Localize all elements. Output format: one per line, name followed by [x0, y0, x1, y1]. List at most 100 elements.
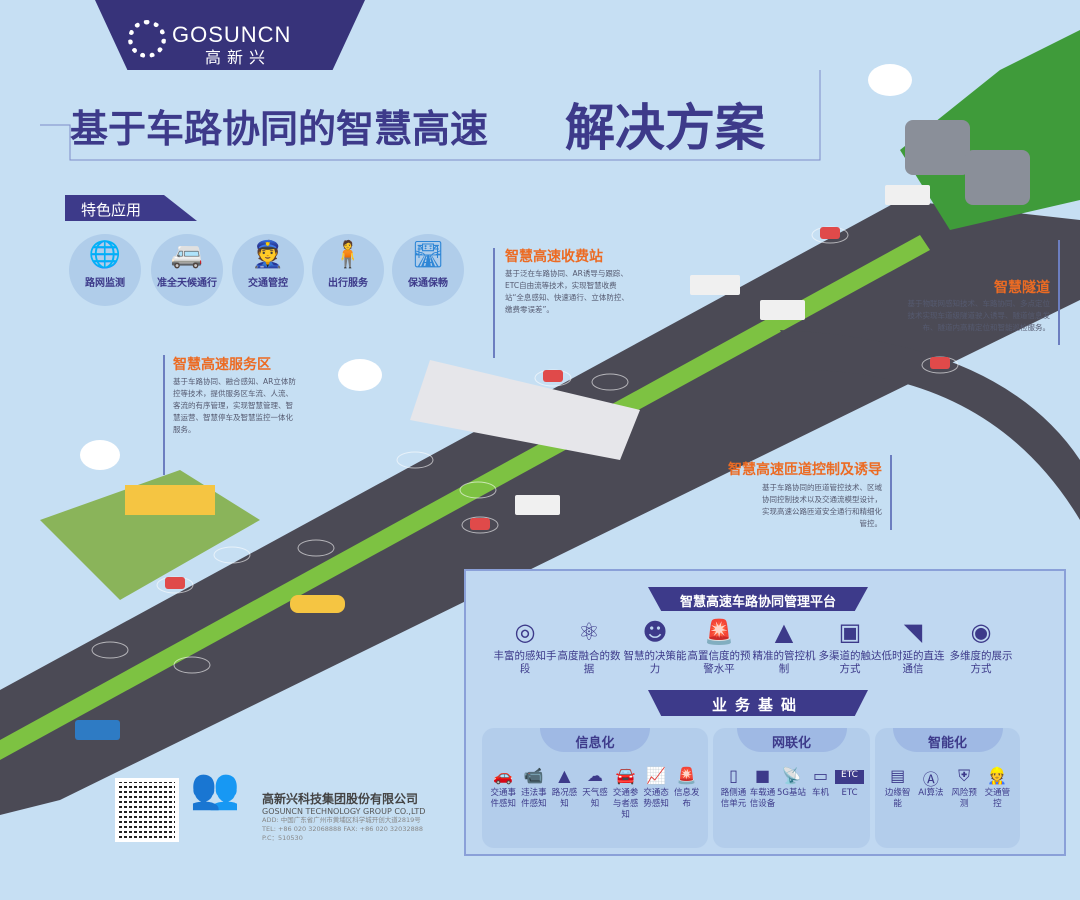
- camera-icon: 📹: [523, 766, 544, 785]
- company-name-cn: 高新兴科技集团股份有限公司: [262, 792, 419, 806]
- platform-item-label: 丰富的感知手段: [493, 650, 557, 675]
- trend-icon: 📈: [646, 766, 667, 785]
- group-title: 智能化: [892, 728, 1003, 752]
- ai-icon: Ⓐ: [922, 770, 939, 789]
- item-label: 交通参与者感知: [612, 788, 639, 820]
- platform-title: 智慧高速车路协同管理平台: [648, 587, 868, 611]
- group-title: 信息化: [540, 728, 650, 752]
- item-label: 交通管控: [984, 788, 1011, 809]
- item-label: 5G基站: [777, 788, 806, 798]
- item-label: ETC: [841, 788, 858, 798]
- platform-item: 🚨 高置信度的预警水平: [686, 618, 752, 676]
- wifi-icon: ◥: [903, 618, 923, 646]
- tunnel-callout-desc: 基于物联网感知技术、车路协同、多点定位技术实现车道级隧道驶入诱导、隧道信息发布、…: [907, 299, 1051, 332]
- item-label: 边缘智能: [884, 788, 911, 809]
- gas-station: [125, 485, 215, 515]
- company-name-en: GOSUNCN TECHNOLOGY GROUP CO.,LTD: [262, 807, 426, 816]
- page-title: 基于车路协同的智慧高速: [70, 107, 489, 151]
- tunnel-hill: [900, 30, 1080, 230]
- logo-icon: [128, 20, 166, 58]
- platform-item: ◥ 低时延的直连通信: [880, 618, 946, 676]
- tunnel-entrance: [905, 120, 970, 175]
- callout-line: [493, 248, 495, 358]
- callout-line: [1058, 240, 1060, 345]
- company-postcode: P.C：510530: [262, 834, 303, 842]
- brain-icon: ☻: [642, 618, 668, 646]
- platform-item-label: 低时延的直连通信: [881, 650, 945, 675]
- platform-item-label: 高度融合的数据: [557, 650, 621, 675]
- antenna-icon: 📡: [781, 766, 802, 785]
- feature-road-monitoring: 🌐路网监测: [69, 234, 141, 306]
- item-label: 天气感知: [582, 788, 608, 809]
- item-label: 风险预测: [951, 788, 977, 809]
- service-callout-title: 智慧高速服务区: [173, 357, 271, 373]
- platform-item-label: 智慧的决策能力: [623, 650, 687, 675]
- tunnel-callout-title: 智慧隧道: [994, 280, 1050, 296]
- vehicles-icon: 🚐: [170, 240, 204, 270]
- feature-label: 交通管控: [248, 278, 288, 289]
- platform-item-label: 高置信度的预警水平: [687, 650, 751, 675]
- item-label: AI算法: [918, 788, 944, 798]
- platform-item-label: 多渠道的触达方式: [818, 650, 882, 675]
- item-label: 违法事件感知: [521, 788, 547, 809]
- rsu-icon: ▯: [729, 766, 738, 785]
- features-tag: 特色应用: [65, 195, 197, 221]
- company-phone: TEL: +86 020 32068888 FAX: +86 020 32032…: [262, 825, 423, 833]
- people-illustration: 👥: [190, 766, 240, 812]
- etc-icon: ETC: [835, 770, 864, 784]
- toll-callout-desc: 基于泛在车路协同、AR诱导与跟踪、ETC自由流等技术，实现智慧收费站“全息感知、…: [505, 269, 629, 314]
- atom-icon: ⚛: [578, 618, 600, 646]
- item-label: 路侧通信单元: [720, 788, 747, 809]
- platform-item: ▲ 精准的管控机制: [751, 618, 817, 676]
- screen-icon: ▭: [812, 766, 829, 785]
- callout-line: [163, 355, 165, 475]
- page-title-emphasis: 解决方案: [565, 99, 765, 157]
- control-icon: 👷: [987, 766, 1008, 785]
- alarm-icon: 🚨: [704, 618, 734, 646]
- ramp-callout-title: 智慧高速匝道控制及诱导: [728, 462, 882, 478]
- platform-item: ☻ 智慧的决策能力: [622, 618, 688, 676]
- item-label: 车载通信设备: [749, 788, 776, 809]
- company-info: 高新兴科技集团股份有限公司 GOSUNCN TECHNOLOGY GROUP C…: [262, 790, 425, 843]
- platform-item-label: 精准的管控机制: [752, 650, 816, 675]
- cone-icon: ▲: [774, 618, 794, 646]
- group-title: 网联化: [736, 728, 847, 752]
- tablet-icon: ▣: [838, 618, 862, 646]
- feature-traffic-control: 👮 交通管控: [232, 234, 304, 306]
- eye-icon: ◉: [970, 618, 992, 646]
- toll-station: [410, 360, 640, 460]
- item-label: 信息发布: [674, 788, 700, 809]
- service-callout-desc: 基于车路协同、融合感知、AR立体防控等技术，提供服务区车流、人流、客流的有序管理…: [173, 377, 296, 434]
- toll-callout-title: 智慧高速收费站: [505, 249, 603, 265]
- feature-label: 保通保畅: [408, 278, 448, 289]
- traveler-icon: 🧍: [331, 240, 365, 270]
- business-title: 业务基础: [648, 690, 868, 716]
- company-address: ADD: 中国广东省广州市黄埔区科学城开创大道2819号: [262, 816, 421, 824]
- item-label: 路况感知: [551, 788, 578, 809]
- group-networking: 网联化 ▯ 路侧通信单元 ■ 车载通信设备 📡 5G基站 ▭ 车机 ETC ETC: [713, 728, 870, 848]
- item-label: 车机: [811, 788, 829, 798]
- platform-item-label: 多维度的展示方式: [949, 650, 1013, 675]
- item-label: 交通事件感知: [490, 788, 517, 809]
- platform-item: ⚛ 高度融合的数据: [556, 618, 622, 676]
- car-icon: 🚘: [615, 766, 636, 785]
- brand-name-cn: 高新兴: [205, 48, 272, 67]
- ring-icon: ◎: [514, 618, 536, 646]
- shield-icon: ⛨: [958, 766, 971, 785]
- cone-icon: ▲: [558, 766, 571, 785]
- police-icon: 👮: [251, 240, 285, 270]
- feature-label: 准全天候通行: [157, 278, 217, 289]
- platform-item: ◎ 丰富的感知手段: [492, 618, 558, 676]
- group-informatization: 信息化 🚗交通事件感知 📹违法事件感知 ▲路况感知 ☁天气感知 🚘交通参与者感知…: [482, 728, 708, 848]
- obu-icon: ■: [754, 766, 771, 785]
- feature-label: 路网监测: [85, 278, 125, 289]
- tunnel-entrance: [965, 150, 1030, 205]
- ramp-callout-desc: 基于车路协同的匝道管控技术、区域协同控制技术以及交通流模型设计，实现高速公路匝道…: [762, 483, 882, 528]
- server-icon: ▤: [890, 766, 906, 785]
- weather-icon: ☁: [587, 766, 604, 785]
- feature-travel-service: 🧍出行服务: [312, 234, 384, 306]
- feature-all-weather: 🚐 准全天候通行: [151, 234, 223, 306]
- brand-name-en: GOSUNCN: [172, 22, 292, 47]
- qr-code: [115, 778, 179, 842]
